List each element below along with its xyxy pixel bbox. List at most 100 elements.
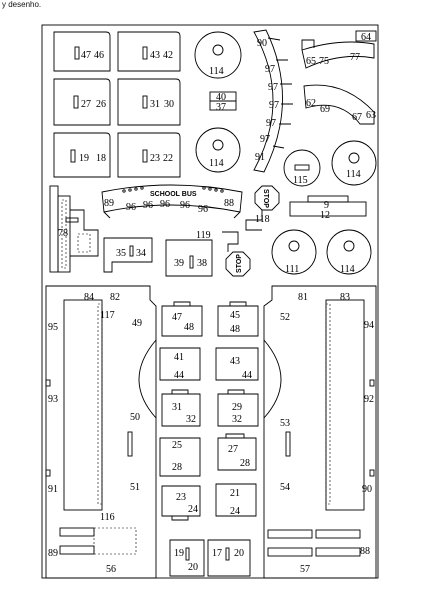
stop-label: STOP: [236, 254, 243, 273]
seat-21-24: 21 24: [215, 483, 257, 517]
label-57: 57: [300, 564, 310, 575]
panel-23-22: 23 22: [117, 132, 181, 178]
label-91: 91: [255, 152, 265, 163]
label-49: 49: [132, 318, 142, 329]
school-bus-strip: SCHOOL BUS 89 96 96 96 96 96 88: [101, 184, 243, 219]
label-24: 24: [230, 506, 240, 517]
seat-25-28: 25 28: [159, 437, 201, 477]
stop-sign-119: 119 STOP: [196, 230, 251, 277]
label-69: 69: [320, 104, 330, 115]
label-93: 93: [48, 394, 58, 405]
part-35-34: 35 34: [103, 237, 153, 273]
label-96: 96: [143, 200, 153, 211]
label-38: 38: [197, 258, 207, 269]
label-54: 54: [280, 482, 290, 493]
label-81: 81: [298, 292, 308, 303]
stop-sign-118: STOP 118: [245, 185, 280, 231]
label-90: 90: [362, 484, 372, 495]
label-19: 19: [174, 548, 184, 559]
label-78: 78: [58, 228, 68, 239]
label-34: 34: [136, 248, 146, 259]
label-96: 96: [160, 199, 170, 210]
label-97: 97: [265, 64, 275, 75]
stop-label: STOP: [262, 189, 269, 208]
label-20: 20: [188, 562, 198, 573]
part-9-12: 9 12: [289, 195, 367, 221]
seat-23-24: 23 24: [161, 485, 201, 521]
label-35: 35: [116, 248, 126, 259]
label-119: 119: [196, 230, 211, 241]
label-32: 32: [232, 414, 242, 425]
part-78-strip: 78: [49, 185, 99, 273]
label-48: 48: [230, 324, 240, 335]
label-114: 114: [209, 158, 224, 169]
wheel-115: 115: [283, 149, 321, 187]
label-94: 94: [364, 320, 374, 331]
seat-17-20: 17 20: [207, 539, 251, 577]
curved-strip-97: 90 97 97 97 97 97 91: [253, 29, 293, 173]
label-26: 26: [96, 99, 106, 110]
caption-text: y desenho.: [2, 0, 42, 9]
label-56: 56: [106, 564, 116, 575]
seat-27-28: 27 28: [217, 433, 257, 471]
label-29: 29: [232, 402, 242, 413]
panel-19-18: 19 18: [53, 132, 111, 178]
wheel-114-mid: 114: [195, 127, 241, 173]
label-41: 41: [174, 352, 184, 363]
label-48: 48: [184, 322, 194, 333]
label-117: 117: [100, 310, 115, 321]
label-46: 46: [94, 50, 104, 61]
part-39-38: 39 38: [165, 239, 213, 277]
wheel-114-lower: 114: [326, 229, 372, 275]
label-64: 64: [361, 32, 371, 43]
bus-side-left: 84 82 95 117 49 93 50 91 51 116 89 56: [45, 285, 157, 579]
arch-62-69-67-63: 62 69 67 63: [303, 84, 376, 125]
label-114: 114: [346, 169, 361, 180]
label-82: 82: [110, 292, 120, 303]
label-51: 51: [130, 482, 140, 493]
label-96: 96: [180, 200, 190, 211]
wheel-114-right: 114: [331, 140, 377, 186]
label-116: 116: [100, 512, 115, 523]
panel-27-26: 27 26: [53, 78, 111, 126]
label-97: 97: [268, 82, 278, 93]
label-44: 44: [242, 370, 252, 381]
seat-47-48: 47 48: [161, 301, 203, 337]
label-9: 9: [324, 200, 329, 211]
label-24: 24: [188, 504, 198, 515]
label-17: 17: [212, 548, 222, 559]
label-53: 53: [280, 418, 290, 429]
seat-31-32: 31 32: [161, 389, 201, 427]
label-92: 92: [364, 394, 374, 405]
wheel-114-top: 114: [194, 31, 242, 79]
label-31: 31: [150, 99, 160, 110]
label-96: 96: [126, 202, 136, 213]
sheet-border: [41, 24, 379, 579]
label-43: 43: [150, 50, 160, 61]
label-88: 88: [224, 198, 234, 209]
label-91: 91: [48, 484, 58, 495]
label-83: 83: [340, 292, 350, 303]
label-19: 19: [79, 153, 89, 164]
label-28: 28: [240, 458, 250, 469]
label-114: 114: [340, 264, 355, 275]
label-75: 75: [319, 56, 329, 67]
label-97: 97: [266, 118, 276, 129]
label-23: 23: [150, 153, 160, 164]
label-12: 12: [320, 210, 330, 221]
label-47: 47: [172, 312, 182, 323]
label-47: 47: [81, 50, 91, 61]
seat-41-44: 41 44: [159, 347, 201, 381]
label-96: 96: [198, 204, 208, 215]
panel-47-46: 47 46: [53, 31, 111, 72]
label-20: 20: [234, 548, 244, 559]
label-62: 62: [306, 98, 316, 109]
label-45: 45: [230, 310, 240, 321]
label-89: 89: [104, 198, 114, 209]
label-111: 111: [285, 264, 299, 275]
label-22: 22: [163, 153, 173, 164]
label-114: 114: [209, 66, 224, 77]
part-40-37: 40 37: [209, 91, 237, 113]
label-18: 18: [96, 153, 106, 164]
label-37: 37: [216, 102, 226, 113]
